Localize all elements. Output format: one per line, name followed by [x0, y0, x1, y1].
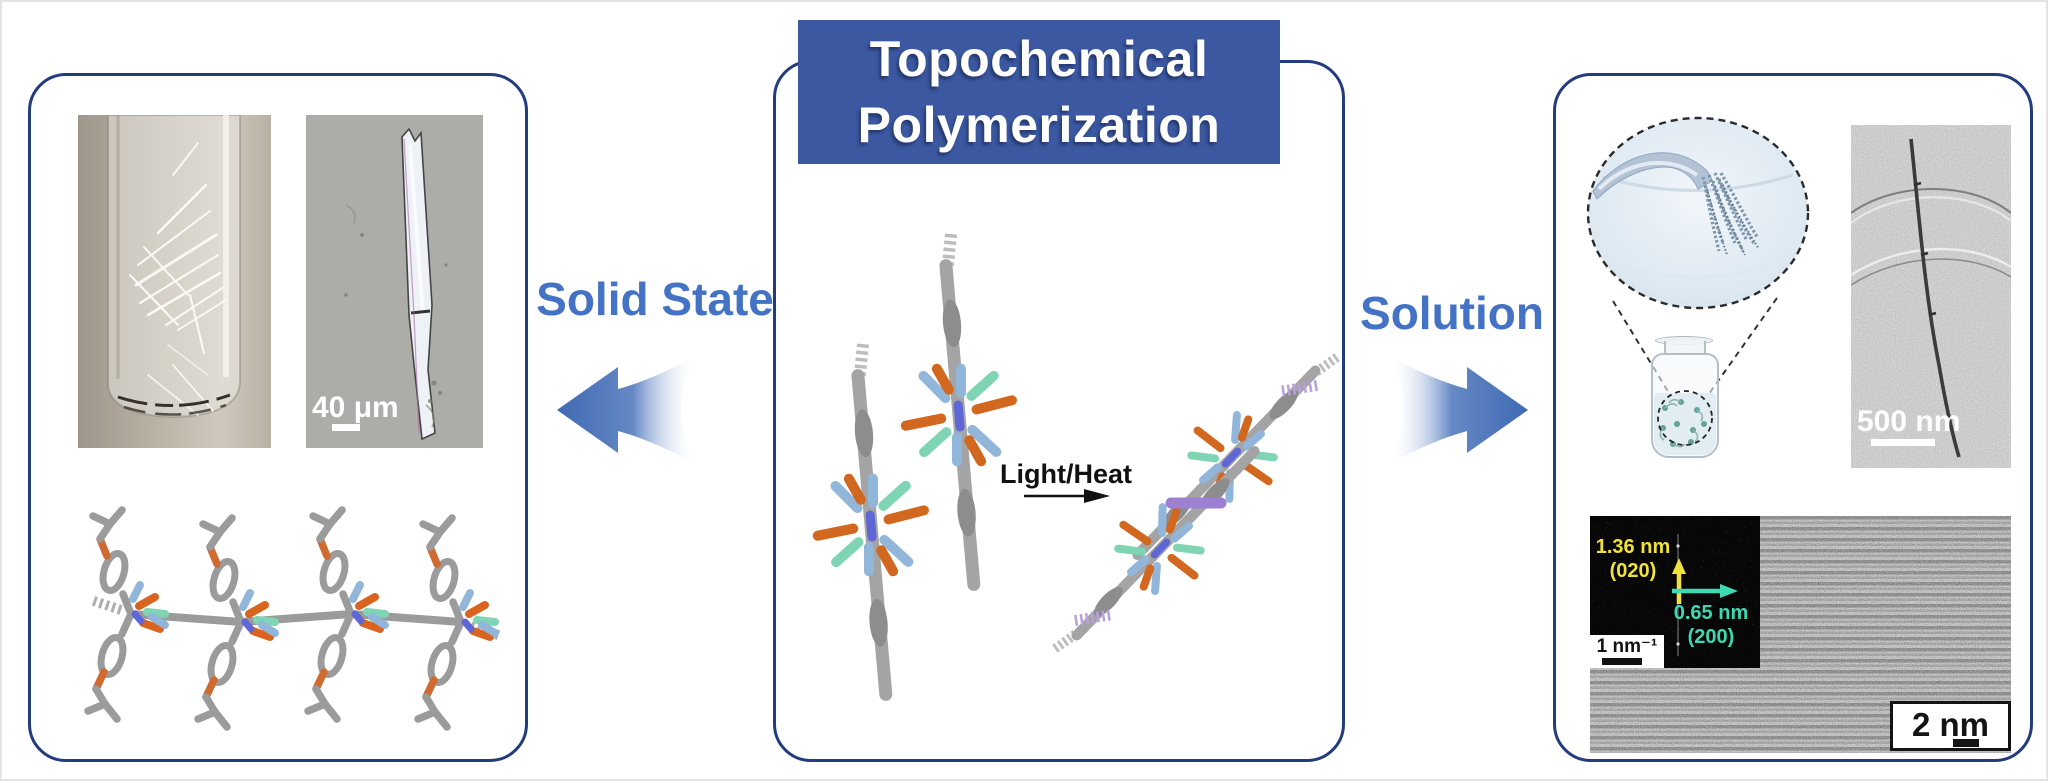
cryo-tem-scale-label: 500 nm — [1857, 405, 1961, 438]
reaction-condition-label: Light/Heat — [1000, 459, 1132, 489]
fft-arrow-vertical-icon — [1672, 558, 1686, 604]
fft-plane-200-label: (200) — [1687, 626, 1735, 648]
fft-inset: 1.36 nm (020) 0.65 nm (200) 1 nm⁻¹ — [1590, 516, 1760, 668]
fft-spacing-020-label: 1.36 nm — [1595, 536, 1671, 558]
monomer-stack-structure — [801, 229, 1027, 699]
nanofiber-zoom-illustration — [1585, 115, 1811, 311]
reaction-structures — [776, 63, 1348, 765]
fft-scale-label: 1 nm⁻¹ — [1596, 636, 1658, 657]
micrograph-scale-bar — [332, 424, 360, 431]
solid-state-panel: 40 μm — [28, 73, 528, 762]
solid-state-label: Solid State — [536, 273, 774, 325]
solution-panel: 500 nm — [1553, 73, 2033, 762]
banner-line1: Topochemical — [869, 31, 1209, 87]
nanofiber-bundle-art — [1586, 116, 1810, 310]
reaction-arrow-icon — [1024, 489, 1110, 503]
polymer-chain-structure — [46, 484, 503, 750]
hrtem-scale-label: 2 nm — [1911, 706, 1990, 743]
fft-arrow-horizontal-icon — [1672, 584, 1738, 598]
hrtem-scale-bar — [1953, 739, 1979, 747]
fft-scale-bar — [1602, 658, 1642, 665]
cryo-tem-art — [1851, 125, 2011, 468]
crystal-vial-photo-art — [78, 115, 271, 448]
solution-label: Solution — [1360, 287, 1544, 339]
crystal-micrograph: 40 μm — [306, 115, 483, 448]
vial-nanostructures — [1657, 390, 1713, 448]
solid-state-arrow-icon — [557, 356, 696, 464]
fft-scale-box: 1 nm⁻¹ — [1590, 635, 1664, 668]
needle-crystal-art — [306, 115, 483, 448]
micrograph-scale-label: 40 μm — [312, 391, 399, 424]
hrtem-image: 1.36 nm (020) 0.65 nm (200) 1 nm⁻¹ 2 nm — [1590, 516, 2011, 753]
polymer-product-structure — [1028, 322, 1348, 683]
crystal-vial-photo — [78, 115, 271, 448]
solution-vial-illustration — [1651, 336, 1719, 460]
fft-plane-020-label: (020) — [1609, 560, 1657, 582]
banner-line2: Polymerization — [857, 97, 1221, 153]
cryo-tem-scale-bar — [1871, 439, 1935, 446]
reaction-panel: Light/Heat — [773, 60, 1345, 762]
hrtem-scale-box: 2 nm — [1890, 701, 2011, 751]
vial-neck — [1664, 341, 1706, 355]
title-banner: Topochemical Polymerization — [798, 20, 1280, 164]
cryo-tem-image: 500 nm — [1851, 125, 2011, 468]
fft-spacing-200-label: 0.65 nm — [1673, 602, 1749, 624]
solution-arrow-icon — [1389, 356, 1528, 464]
